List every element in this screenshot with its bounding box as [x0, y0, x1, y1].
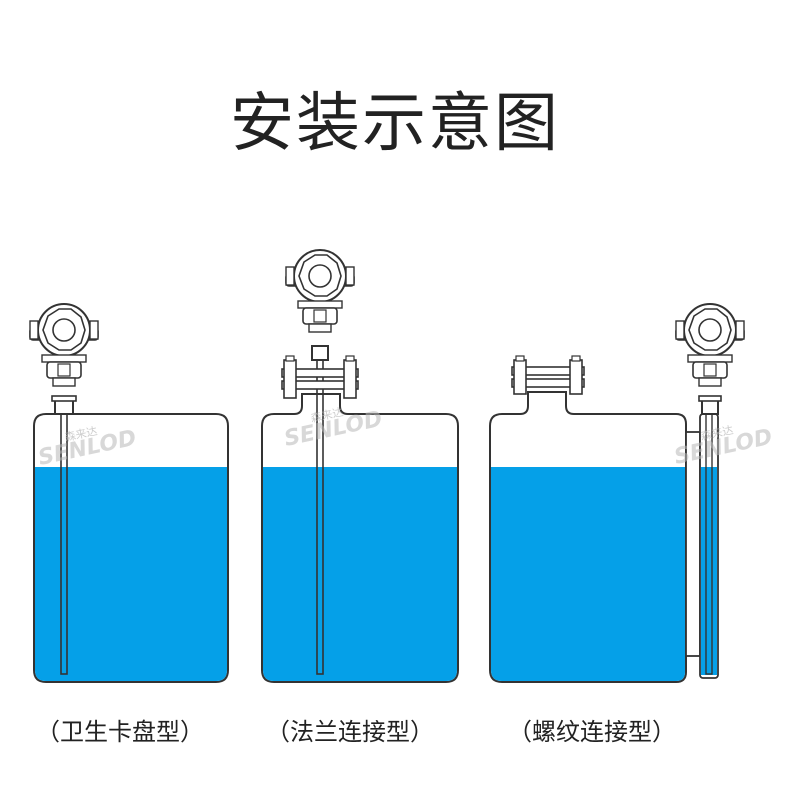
- liquid-2: [263, 467, 457, 681]
- panel-flange: SENLOD 森来达 （法兰连接型）: [261, 249, 459, 746]
- svg-text:森来达: 森来达: [699, 423, 734, 444]
- svg-text:森来达: 森来达: [63, 424, 98, 445]
- top-flange-3: [511, 355, 585, 395]
- transmitter-1-icon: [29, 303, 99, 387]
- page-title: 安装示意图: [230, 87, 560, 161]
- transmitter-2-icon: [285, 249, 355, 333]
- bypass-chamber: [685, 413, 719, 679]
- flange-assembly: [281, 355, 359, 399]
- liquid-1: [35, 467, 227, 681]
- liquid-3: [491, 467, 685, 681]
- caption-clamp: （卫生卡盘型）: [36, 718, 204, 746]
- svg-text:森来达: 森来达: [309, 405, 344, 426]
- clamp-fitting: [54, 399, 74, 415]
- caption-flange: （法兰连接型）: [266, 718, 434, 746]
- caption-thread: （螺纹连接型）: [508, 718, 676, 746]
- transmitter-3-icon: [675, 303, 745, 387]
- panel-clamp: SENLOD 森来达 （卫生卡盘型）: [29, 303, 229, 746]
- panel-thread: SENLOD 森来达 （螺纹连接型）: [489, 303, 775, 746]
